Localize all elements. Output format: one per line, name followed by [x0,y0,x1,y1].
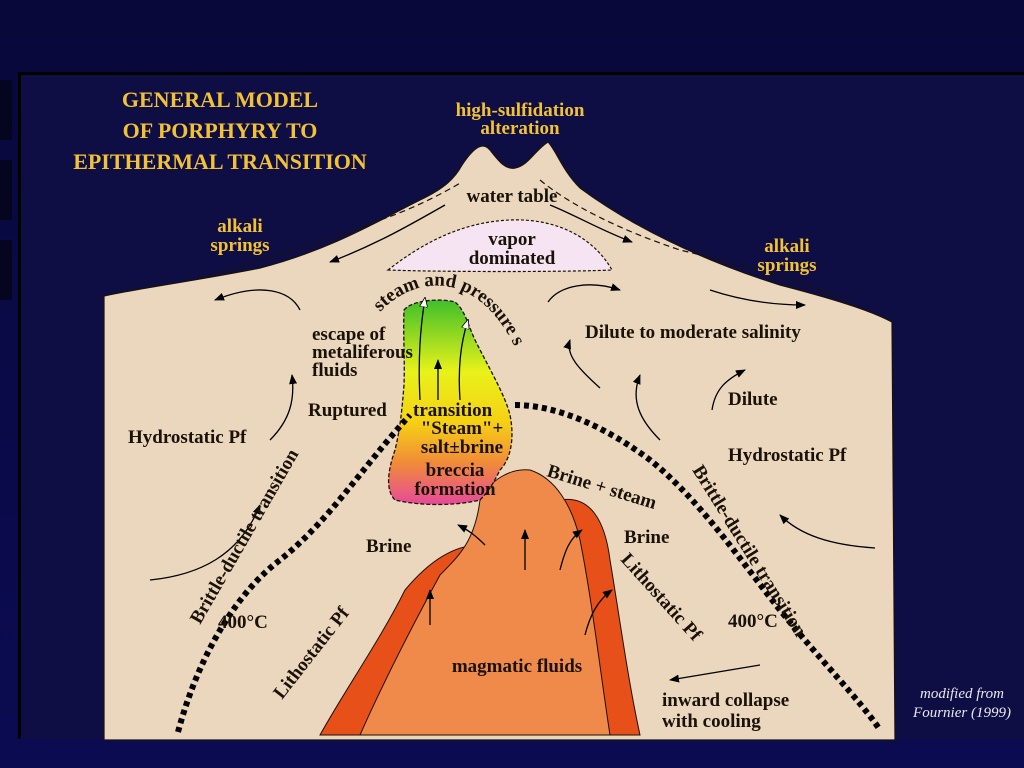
title-line-2: OF PORPHYRY TO [123,118,318,143]
escape-label-2: metaliferous [312,342,413,363]
title-line-3: EPITHERMAL TRANSITION [73,149,367,174]
brittle-ductile-line-left [175,412,413,733]
vapor-dominated-zone [386,219,614,273]
left-edge-tab [0,160,12,220]
water-table-line [199,179,851,301]
steam-salt-label-1: "Steam"+ [421,418,504,439]
diagram-title: GENERAL MODEL OF PORPHYRY TO EPITHERMAL … [73,87,367,174]
credit-line-2: Fournier (1999) [912,705,1011,721]
alkali-springs-left-2: springs [210,235,269,256]
brittle-ductile-line-right [514,402,883,732]
title-line-1: GENERAL MODEL [122,87,318,112]
high-sulfidation-label-2: alteration [480,118,560,139]
vapor-label-2: dominated [469,248,556,269]
brine-left-label: Brine [366,536,411,557]
left-edge-tab [0,240,12,300]
dilute-label: Dilute [728,389,778,410]
alkali-springs-right-2: springs [757,255,816,276]
magma-core [359,469,611,736]
flow-arrows [149,204,876,683]
breccia-label-1: breccia [426,460,485,481]
ruptured-label: Ruptured [308,400,387,421]
left-edge-tab [0,80,12,140]
transition-label: transition [413,400,493,421]
steam-salt-label-2: salt±brine [421,437,503,458]
dilute-moderate-label: Dilute to moderate salinity [585,322,801,343]
temp-left-label: 400°C [218,612,268,633]
high-sulfidation-label-1: high-sulfidation [456,100,585,121]
hydrostatic-left-label: Hydrostatic Pf [128,427,247,448]
hydrostatic-right-label: Hydrostatic Pf [728,445,847,466]
alkali-springs-left-1: alkali [217,216,262,237]
water-table-label: water table [467,186,558,207]
collapse-label-1: inward collapse [662,690,789,711]
escape-label-1: escape of [312,324,386,345]
brine-right-label: Brine [624,527,669,548]
credit-line-1: modified from [920,686,1004,702]
breccia-label-2: formation [414,479,496,500]
vapor-label-1: vapor [488,229,536,250]
escape-label-3: fluids [312,360,357,381]
collapse-label-2: with cooling [662,711,761,732]
alkali-springs-right-1: alkali [764,236,809,257]
magmatic-fluids-label: magmatic fluids [452,656,582,677]
temp-right-label: 400°C [728,611,778,632]
